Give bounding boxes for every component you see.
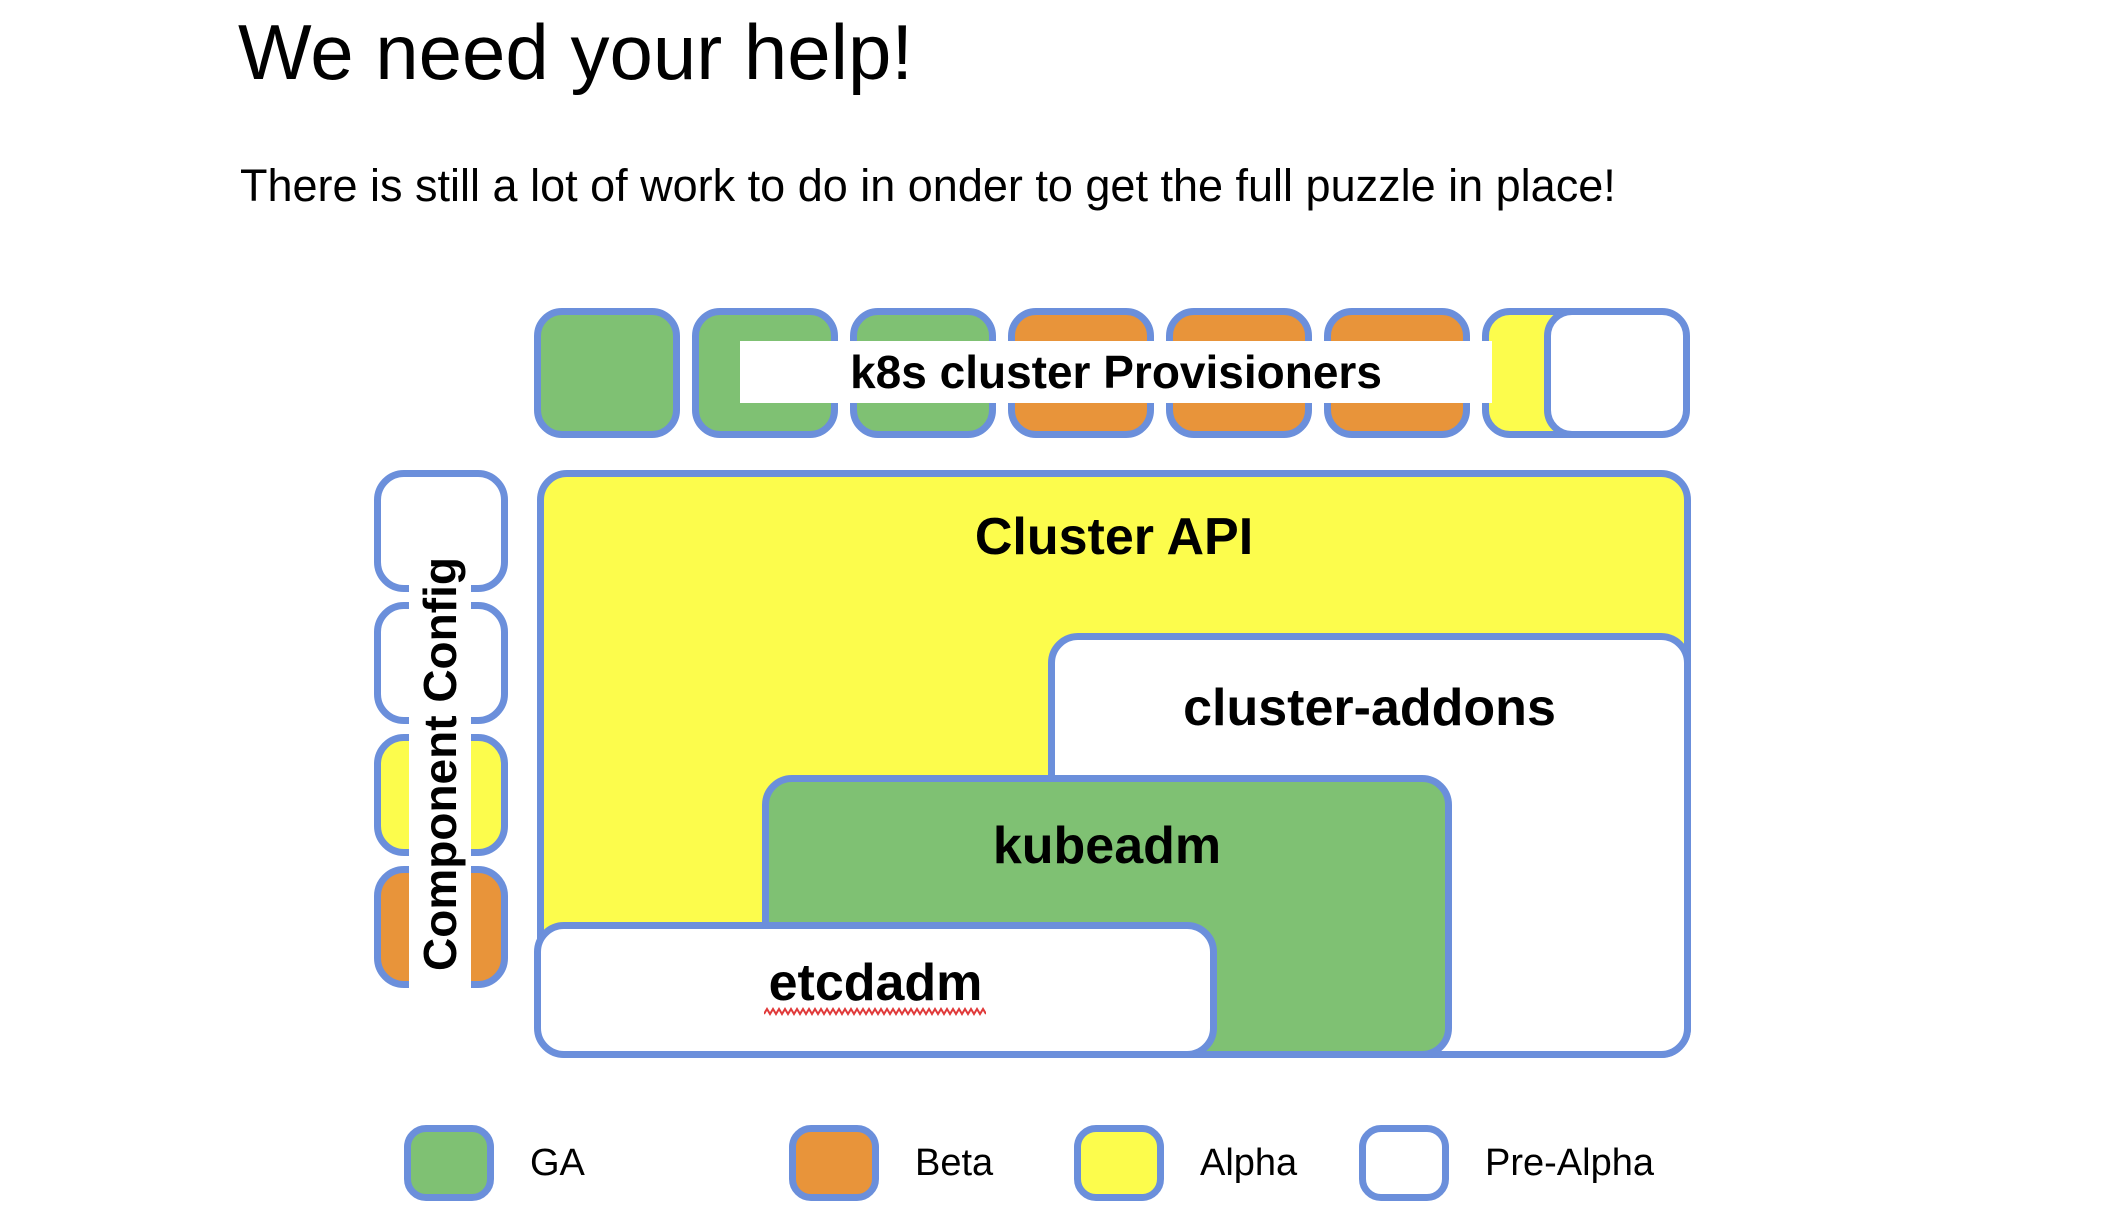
component-config-label-band: Component Config [409, 494, 471, 1034]
legend-item-beta: Beta [789, 1125, 993, 1201]
box-etcdadm: etcdadm [534, 922, 1217, 1058]
provisioner-tile-8 [1544, 308, 1690, 438]
legend-swatch-beta [789, 1125, 879, 1201]
legend-item-ga: GA [404, 1125, 585, 1201]
legend-swatch-alpha [1074, 1125, 1164, 1201]
k8s-cluster-provisioners-label: k8s cluster Provisioners [740, 341, 1492, 403]
box-kubeadm-label: kubeadm [992, 817, 1222, 875]
legend-label-ga: GA [530, 1141, 585, 1184]
legend-swatch-ga [404, 1125, 494, 1201]
page-title: We need your help! [238, 8, 913, 96]
provisioner-tile-1 [534, 308, 680, 438]
legend-item-alpha: Alpha [1074, 1125, 1297, 1201]
page-subtitle: There is still a lot of work to do in on… [240, 160, 1616, 211]
legend-label-beta: Beta [915, 1141, 994, 1184]
spellcheck-squiggle-icon [764, 1007, 986, 1016]
legend-swatch-pre-alpha [1359, 1125, 1449, 1201]
box-cluster-api-label: Cluster API [974, 508, 1254, 566]
box-etcdadm-label: etcdadm [768, 954, 983, 1012]
legend-item-pre-alpha: Pre-Alpha [1359, 1125, 1654, 1201]
legend-label-alpha: Alpha [1200, 1141, 1298, 1184]
legend-label-pre-alpha: Pre-Alpha [1485, 1141, 1654, 1184]
component-config-label: Component Config [414, 557, 467, 971]
box-cluster-addons-label: cluster-addons [1183, 679, 1556, 737]
status-legend: GA Beta Alpha Pre-Alpha [404, 1125, 1704, 1205]
